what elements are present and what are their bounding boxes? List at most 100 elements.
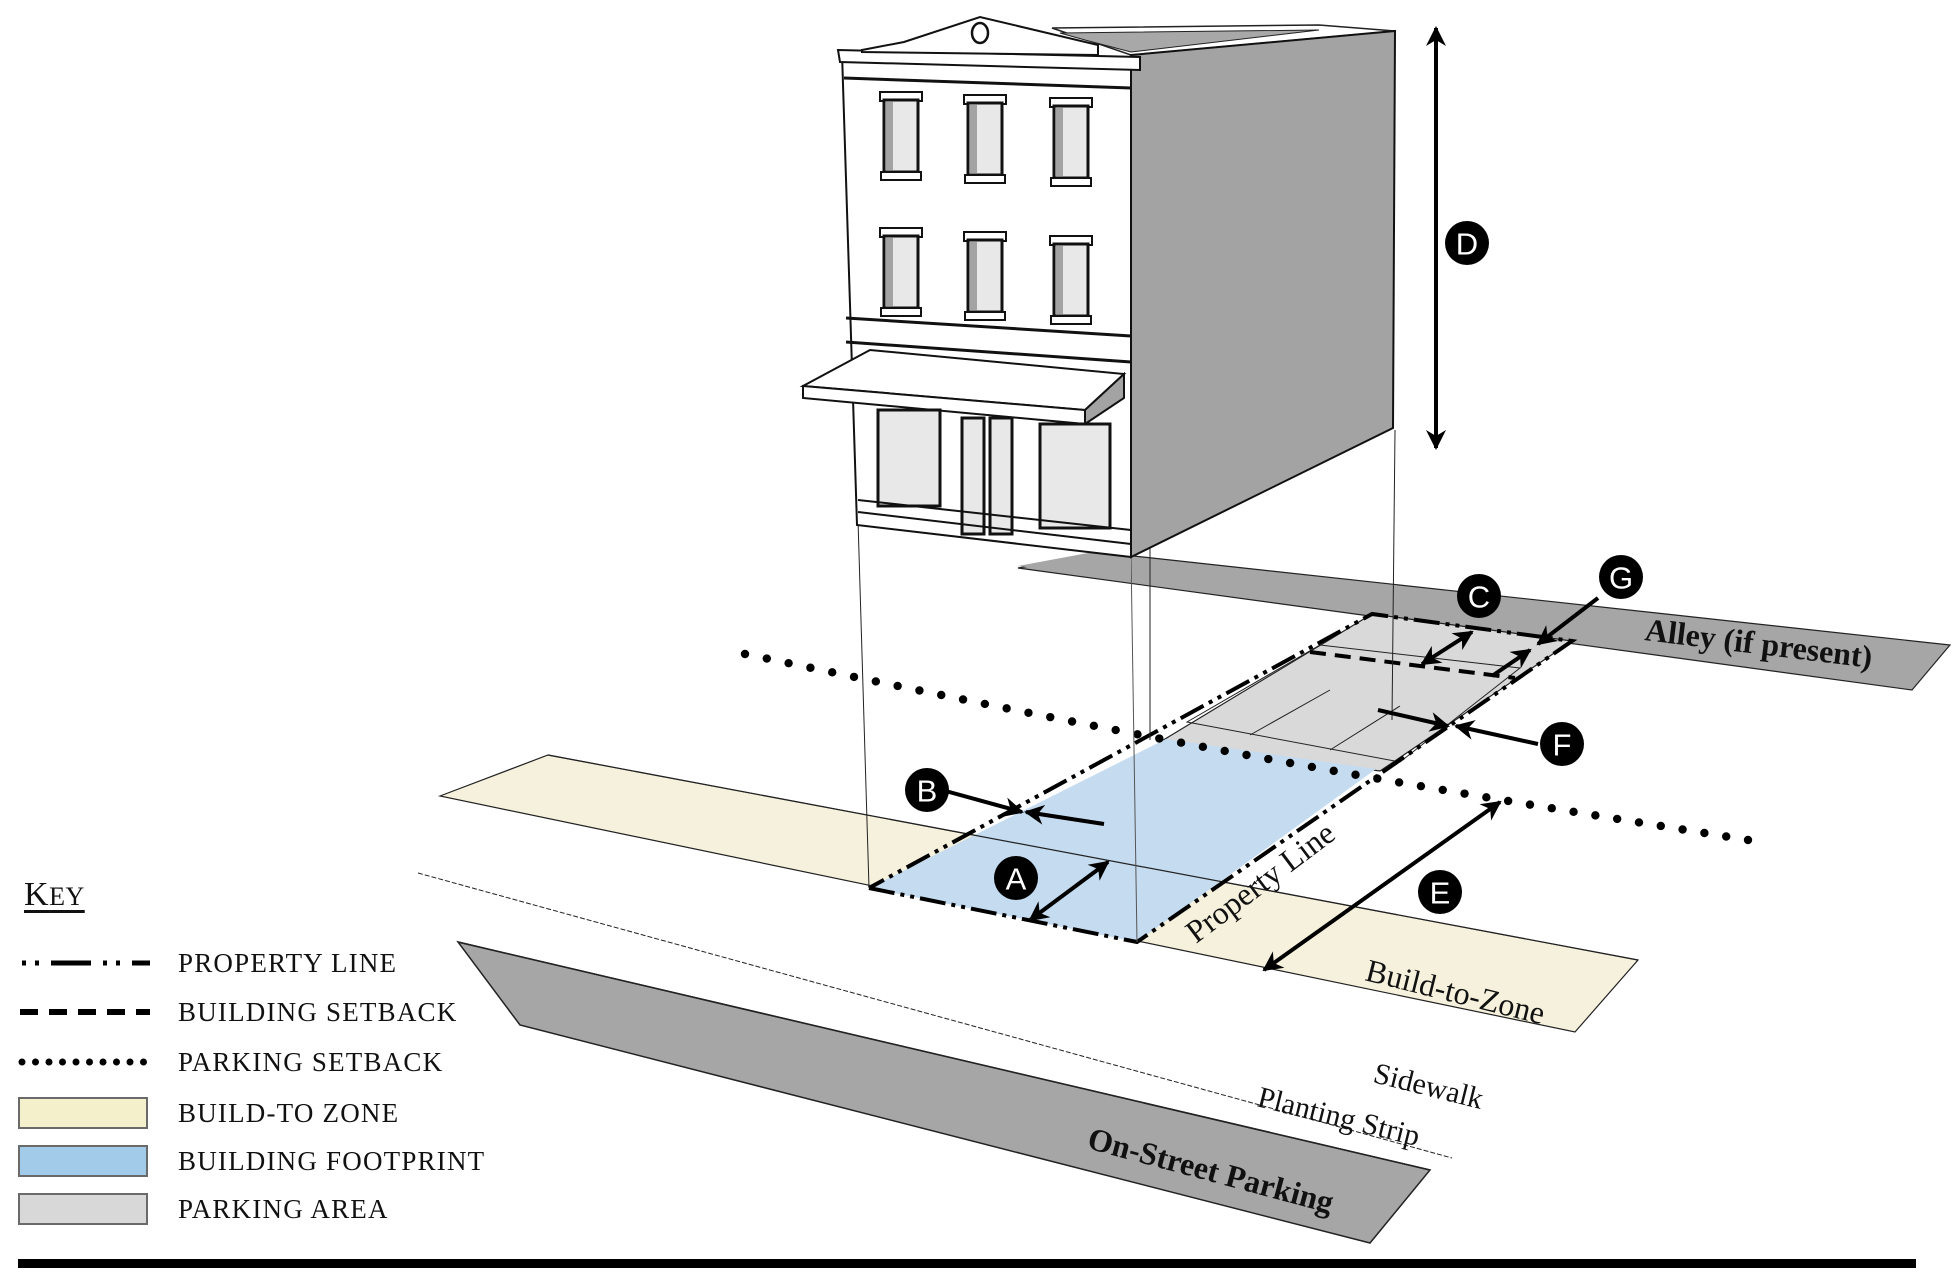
callout-b: B [905, 768, 949, 812]
storefront-window-right [1038, 422, 1112, 530]
building [799, 15, 1397, 559]
storefront-base [857, 499, 1132, 531]
parking-setback-dot [1503, 796, 1513, 806]
parking-setback-dot [740, 649, 750, 659]
parking-setback-dot [1569, 807, 1578, 817]
parking-setback-dot [1133, 730, 1142, 739]
parking-setback-dot [1067, 717, 1077, 726]
storefront-window-left [876, 408, 942, 508]
awning-side [1084, 371, 1125, 426]
string-course [843, 76, 1132, 90]
parking-setback-dot [1002, 704, 1011, 713]
parking-setback-dot [871, 677, 881, 686]
callout-f: F [1540, 722, 1584, 766]
parking-setback-dot [1460, 789, 1469, 798]
parking-setback-dot [784, 658, 793, 668]
parking-setback-dot [849, 672, 859, 682]
legend-label: PROPERTY LINE [178, 947, 398, 978]
parking-setback-dot [1285, 758, 1295, 768]
property-line-symbol [18, 943, 152, 983]
building-setback-line [1309, 650, 1516, 680]
storefront-door-right [988, 416, 1014, 536]
parking-setback-dot [762, 654, 772, 663]
storefront-door-left [960, 416, 986, 536]
parking-setback-line [740, 649, 1753, 845]
parking-setback-dot [1591, 811, 1600, 820]
parking-setback-dot [1176, 738, 1186, 747]
svg-text:D: D [1456, 227, 1478, 262]
dimension-arrow-a [1028, 860, 1110, 922]
legend-label: BUILDING SETBACK [178, 996, 458, 1027]
callout-e: E [1418, 870, 1462, 914]
legend-label: BUILDING FOOTPRINT [178, 1145, 486, 1176]
legend-label: BUILD-TO ZONE [178, 1097, 400, 1128]
svg-text:C: C [1468, 580, 1490, 615]
building-footprint-swatch [18, 1141, 152, 1181]
parking-setback-dot [1307, 762, 1317, 772]
parking-setback-dot [980, 699, 990, 709]
build-to-zone-swatch [18, 1093, 152, 1133]
parking-setback-dot [1634, 818, 1644, 827]
parking-setback-dot [1547, 804, 1556, 813]
projection-line [1391, 429, 1396, 721]
legend-item-parking-area: PARKING AREA [18, 1189, 578, 1229]
upper-window [1049, 235, 1093, 325]
upper-window [963, 231, 1007, 321]
callout-g: G [1599, 555, 1643, 599]
parking-setback-dot [1089, 721, 1099, 730]
parking-area-swatch [18, 1189, 152, 1229]
parking-setback-dot [1678, 825, 1687, 834]
parking-setback-dot [1721, 832, 1731, 841]
legend-title-initial: K [24, 876, 50, 913]
dimension-arrow-f-in [1454, 720, 1539, 746]
parking-setback-dot [893, 681, 902, 691]
legend-item-building-footprint: BUILDING FOOTPRINT [18, 1141, 578, 1181]
dimension-arrow-g-out [1490, 648, 1532, 678]
parking-setback-dot [1743, 835, 1753, 845]
label-sidewalk: Sidewalk [1370, 1057, 1486, 1116]
parking-setback-dot [1438, 785, 1447, 795]
dimension-arrow-c [1420, 630, 1474, 666]
parking-setback-dot [1329, 766, 1338, 776]
parking-stall-line [1249, 689, 1331, 736]
legend-item-build-to-zone: BUILD-TO ZONE [18, 1093, 578, 1133]
building-setback-symbol [18, 992, 152, 1032]
parking-setback-dot [806, 663, 815, 672]
svg-text:A: A [1006, 862, 1027, 897]
parking-setback-dot [1220, 746, 1229, 756]
dimension-arrow-b-out [941, 788, 1024, 817]
parking-setback-dot [1416, 781, 1426, 791]
legend-item-property-line: PROPERTY LINE [18, 943, 578, 983]
dimension-arrow-f-out [1377, 708, 1450, 732]
parking-setback-dot [1242, 750, 1251, 760]
upper-window [879, 227, 923, 317]
parking-setback-dot [1394, 778, 1404, 787]
legend-label: PARKING SETBACK [178, 1046, 444, 1077]
upper-window [1049, 97, 1093, 187]
callout-c: C [1457, 574, 1501, 618]
parking-setback-dot [1700, 828, 1709, 838]
parking-setback-dot [1046, 712, 1055, 722]
parking-setback-dot [1111, 725, 1120, 735]
svg-text:B: B [917, 774, 938, 809]
legend-title-rest: EY [49, 882, 85, 911]
parking-setback-dot [1482, 793, 1491, 802]
callout-d: D [1445, 221, 1489, 265]
parking-setback-symbol [18, 1042, 152, 1082]
dimension-arrow-b-in [1024, 804, 1105, 826]
sidewalk-edge [457, 941, 1431, 1171]
storefront-base [857, 511, 1132, 545]
bottom-rule [18, 1259, 1916, 1268]
dimension-arrow-e [1262, 800, 1502, 972]
string-course [845, 340, 1132, 364]
svg-text:G: G [1609, 561, 1633, 596]
dimension-arrow-g-in [1536, 596, 1600, 646]
parking-setback-dot [1155, 734, 1164, 743]
svg-text:E: E [1430, 876, 1451, 911]
legend: KEY PROPERTY LINE BUILDING SETBACK PARKI… [0, 0, 600, 1274]
projection-line [857, 519, 870, 889]
pediment-oculus [970, 21, 990, 45]
upper-window [879, 91, 923, 181]
planting-strip-edge [417, 872, 1453, 1159]
